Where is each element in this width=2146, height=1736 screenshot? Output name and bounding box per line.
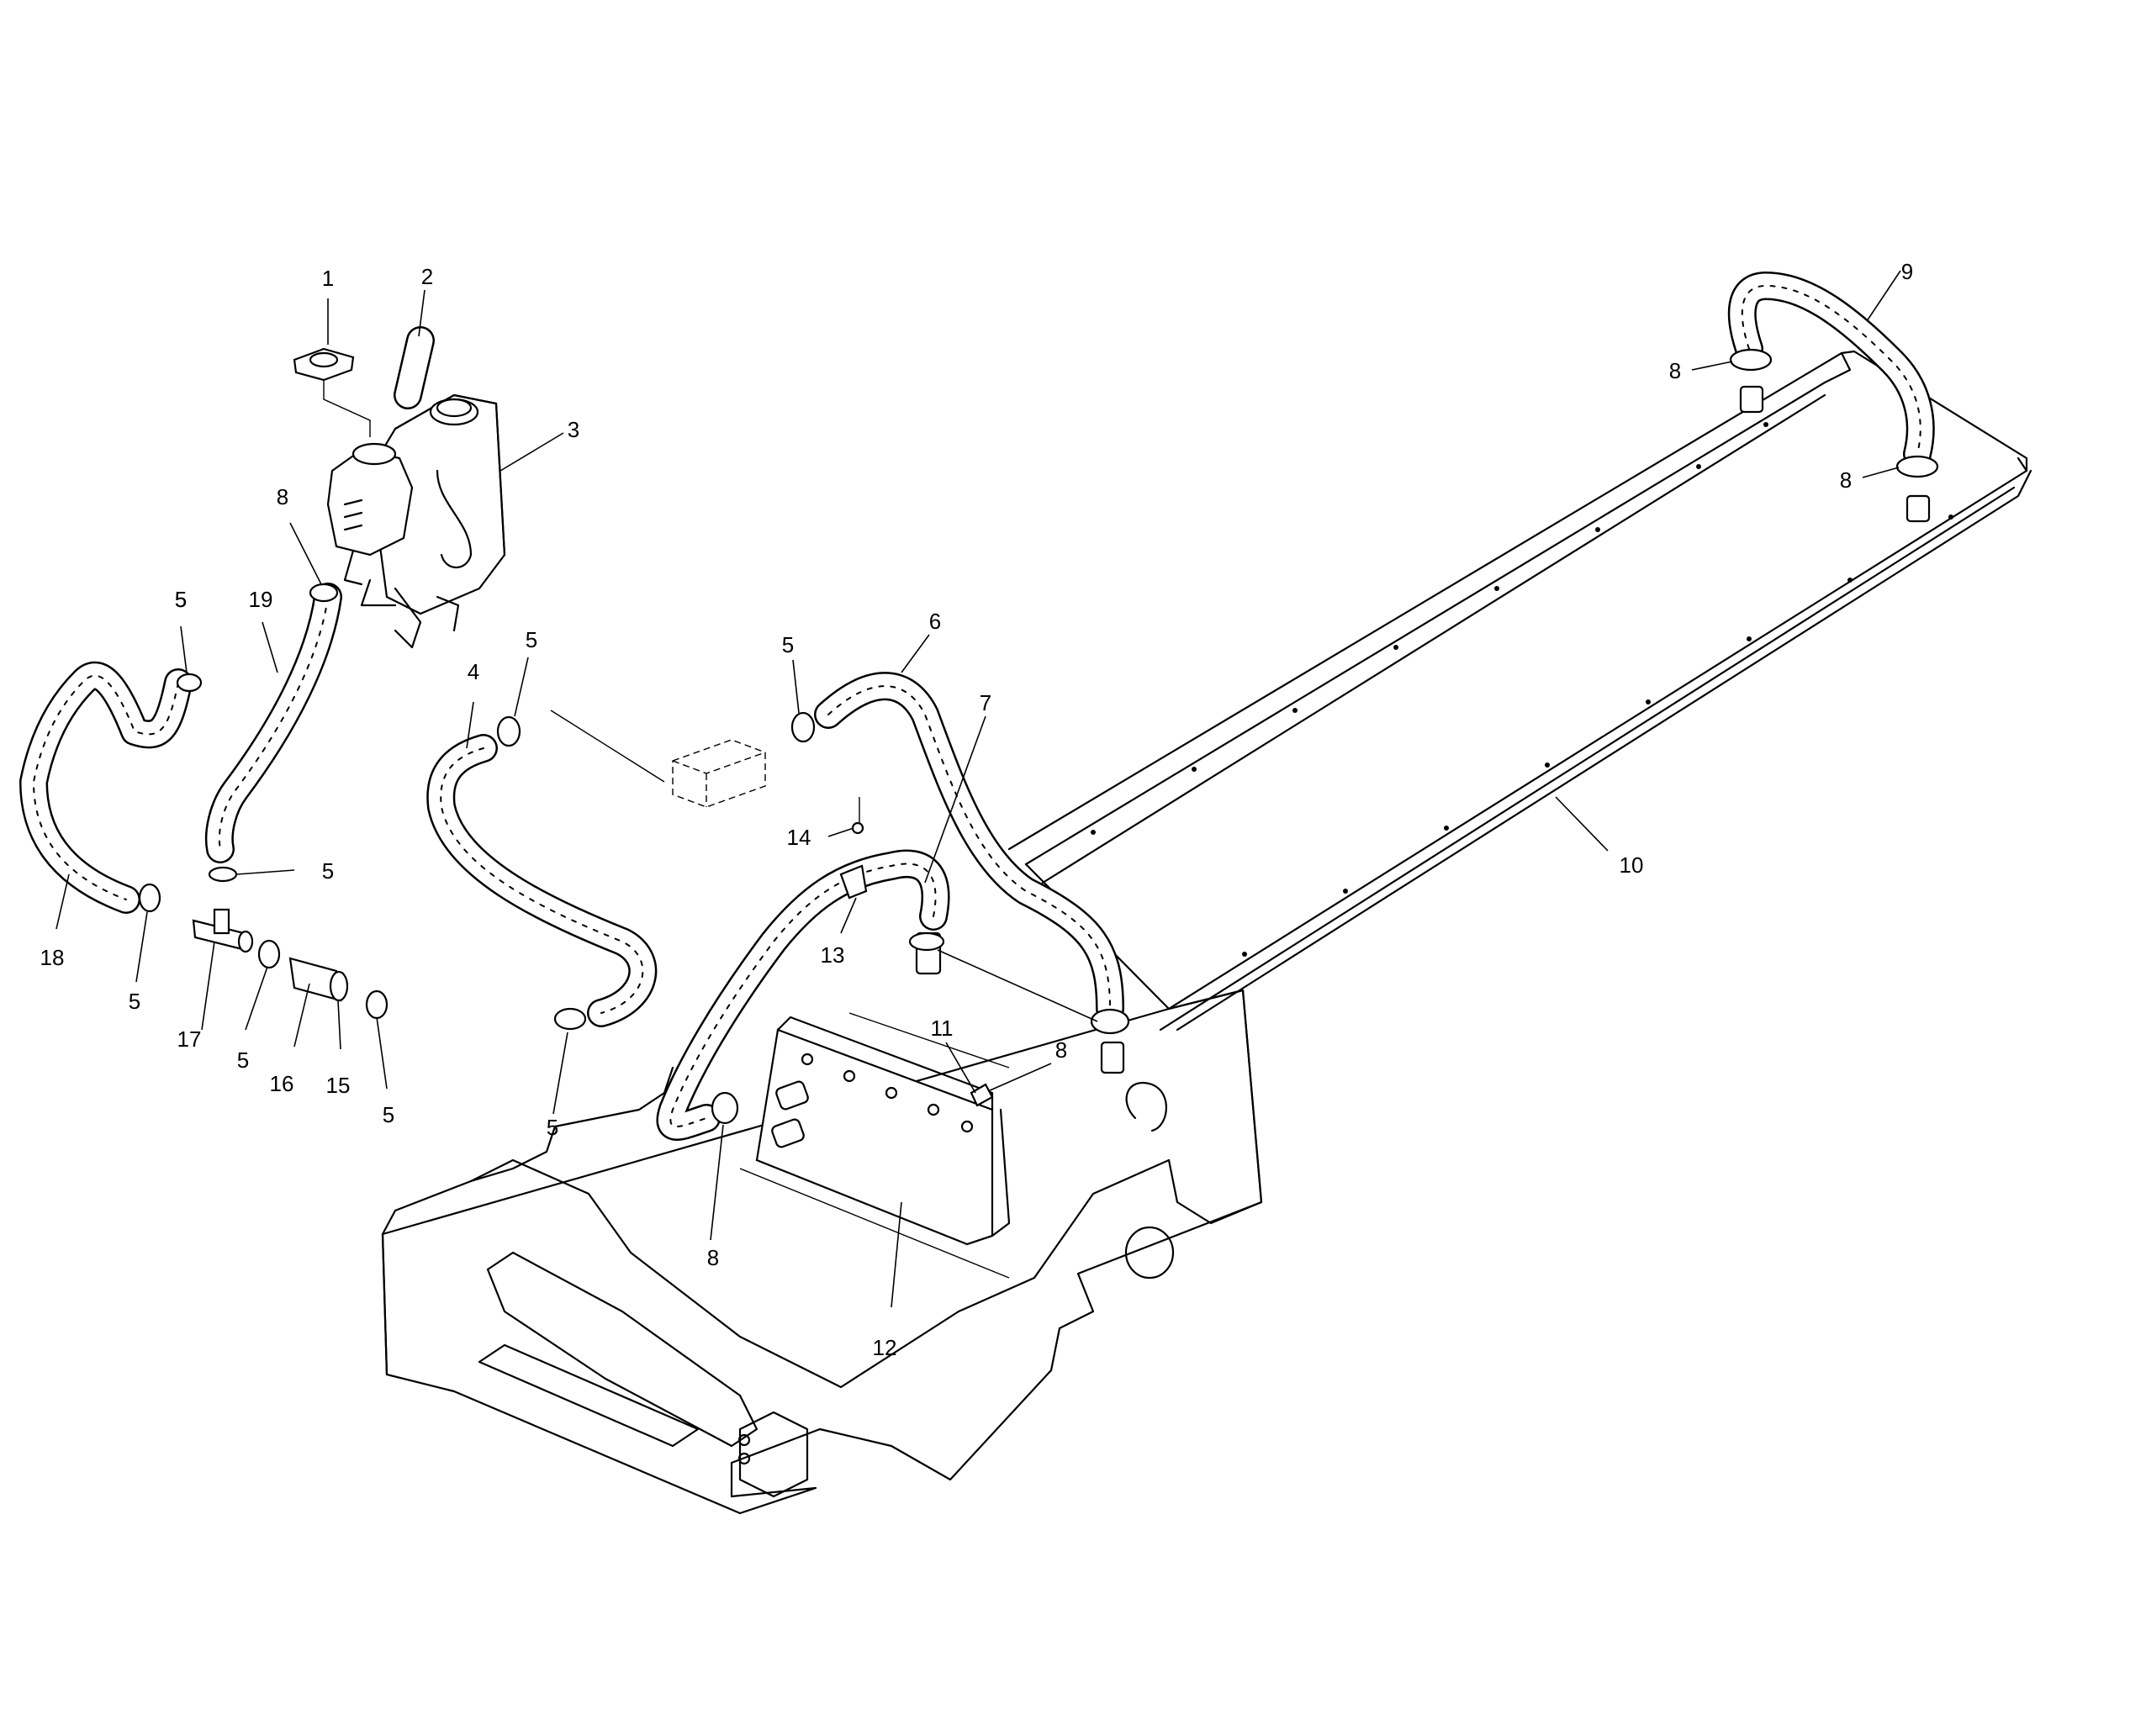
hose-9 — [1727, 272, 1935, 468]
callout-5-f: 5 — [175, 587, 187, 612]
callout-5-b: 5 — [129, 989, 140, 1014]
t-fitting — [192, 908, 254, 953]
hose-4 — [426, 734, 658, 1027]
callout-1: 1 — [322, 266, 334, 291]
callout-13: 13 — [821, 942, 845, 968]
callout-9: 9 — [1901, 259, 1913, 284]
callout-4: 4 — [468, 659, 479, 684]
callouts: 1 2 3 4 5 5 5 5 5 5 5 5 5 6 7 8 8 8 8 8 … — [40, 259, 1914, 1360]
rail-rivets — [1091, 422, 1953, 957]
callout-8-d: 8 — [1669, 358, 1681, 383]
callout-8-a: 8 — [277, 484, 288, 509]
hose-7 — [656, 849, 950, 1141]
callout-3: 3 — [568, 417, 579, 442]
chassis-tunnel — [381, 350, 2032, 1515]
callout-14: 14 — [787, 825, 811, 850]
callout-7: 7 — [980, 690, 991, 715]
callout-11: 11 — [931, 1016, 954, 1041]
hose-6 — [814, 672, 1124, 1023]
reducer-fitting — [288, 957, 349, 1002]
callout-6: 6 — [929, 609, 941, 634]
callout-15: 15 — [326, 1073, 351, 1098]
callout-8-b: 8 — [1055, 1037, 1067, 1063]
callout-5-a: 5 — [322, 858, 334, 884]
tank-cap — [293, 347, 371, 437]
hose-clamps — [138, 348, 1939, 1125]
callout-5-h: 5 — [526, 627, 537, 652]
callout-12: 12 — [873, 1335, 897, 1360]
callout-19: 19 — [249, 587, 273, 612]
callout-10: 10 — [1620, 852, 1644, 878]
callout-5-c: 5 — [237, 1047, 249, 1073]
callout-5-g: 5 — [175, 587, 187, 612]
heat-exchanger-bracket — [739, 1012, 1011, 1279]
callout-5-e: 5 — [547, 1115, 558, 1140]
callout-5-d: 5 — [383, 1102, 394, 1127]
leader-lines — [56, 270, 1901, 1308]
hose-19 — [204, 583, 342, 863]
callout-16: 16 — [270, 1071, 294, 1096]
hose-18 — [19, 661, 193, 914]
callout-8-e: 8 — [1840, 467, 1852, 493]
hose-clamp-bracket — [839, 797, 868, 900]
overflow-hose — [394, 326, 435, 409]
callout-17: 17 — [177, 1026, 202, 1052]
coolant-tank — [326, 393, 506, 649]
callout-8-c: 8 — [707, 1245, 719, 1270]
callout-5-i: 5 — [782, 632, 794, 657]
thermostat-housing — [550, 710, 766, 808]
callout-18: 18 — [40, 945, 65, 970]
callout-2: 2 — [421, 264, 433, 289]
